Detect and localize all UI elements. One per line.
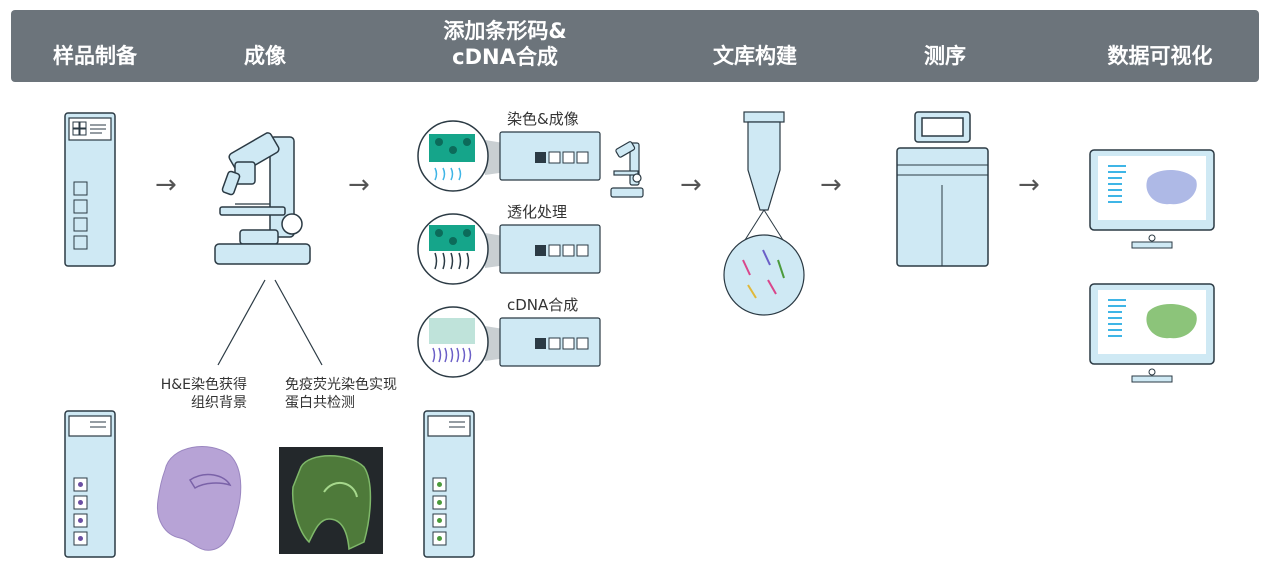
monitor-he-icon [1089,149,1215,249]
step-imaging: 成像 [244,44,286,68]
step-barcoding: 添加条形码& cDNA合成 [443,19,567,69]
connector-lines [217,279,323,366]
arrow-right-icon: → [155,170,177,200]
arrow-right-icon: → [820,170,842,200]
step-visualization: 数据可视化 [1107,44,1213,68]
stain-stage-icon [417,120,601,192]
he-caption: H&E染色获得 组织背景 [160,377,247,411]
step-sample-prep: 样品制备 [53,44,137,68]
microscope-icon [214,132,311,265]
small-microscope-icon [610,141,644,198]
if-caption: 免疫荧光染色实现 蛋白共检测 [285,377,397,411]
step-sequencing: 测序 [924,44,966,68]
if-tissue-image [279,447,383,554]
stage-cdna-label: cDNA合成 [507,296,579,314]
permeabilize-stage-icon [417,213,601,285]
arrow-right-icon: → [1018,170,1040,200]
he-tissue-image [156,446,242,551]
library-tube-icon [723,111,805,316]
monitor-if-icon [1089,283,1215,383]
stage-permeabilize-label: 透化处理 [507,203,568,221]
workflow-header [11,10,1259,82]
slide-icon [64,112,116,267]
he-slide-icon [64,410,116,558]
if-slide-icon [423,410,475,558]
sequencer-icon [896,111,989,267]
arrow-right-icon: → [348,170,370,200]
step-library: 文库构建 [713,44,797,68]
arrow-right-icon: → [680,170,702,200]
cdna-stage-icon [417,306,601,378]
stage-stain-label: 染色&成像 [507,110,579,128]
